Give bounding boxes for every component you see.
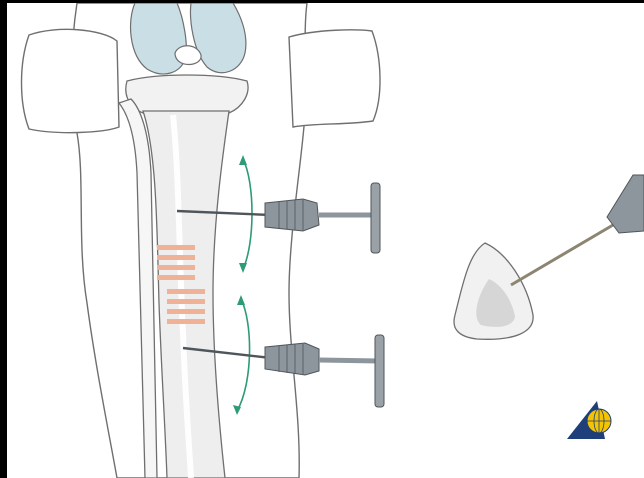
left-leg-pad (22, 29, 120, 132)
t-handle (375, 335, 384, 407)
bone-graft (454, 175, 644, 339)
incision-mark (167, 299, 205, 304)
aspiration-needle-hub (607, 175, 644, 233)
needle-stem (319, 360, 379, 361)
incision-mark (157, 245, 195, 250)
incision-mark (167, 309, 205, 314)
right-leg-pad (289, 30, 380, 127)
tibia-plateau (126, 75, 248, 113)
needle-hub (265, 199, 319, 231)
t-handle (371, 183, 380, 253)
incision-mark (167, 319, 205, 324)
medical-illustration (7, 3, 644, 478)
illustration-frame (7, 3, 644, 478)
incision-mark (167, 289, 205, 294)
incision-mark (157, 255, 195, 260)
incision-mark (157, 275, 195, 280)
ao-foundation-logo-icon (567, 401, 611, 439)
needle-hub (265, 343, 319, 375)
incision-mark (157, 265, 195, 270)
aspiration-needle (511, 225, 613, 285)
patella-notch (175, 46, 201, 65)
